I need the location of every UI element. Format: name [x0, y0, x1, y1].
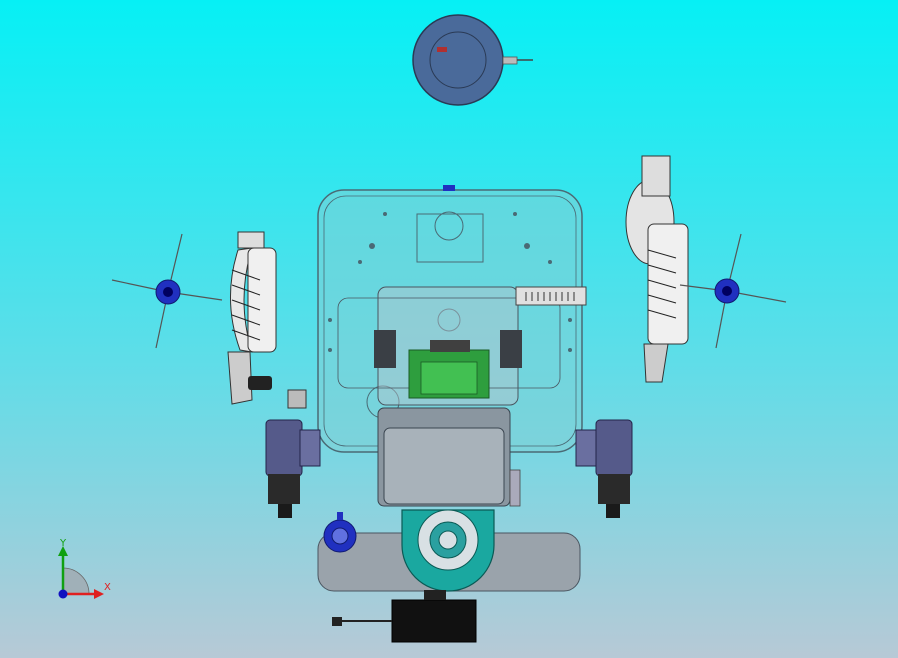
connector-strip[interactable]	[515, 286, 587, 306]
right-brush-assembly[interactable]	[625, 155, 689, 383]
left-brush-assembly[interactable]	[227, 231, 307, 409]
caster-wheel[interactable]	[323, 512, 357, 553]
battery-pack[interactable]	[332, 590, 477, 643]
electronics-housing[interactable]	[377, 407, 521, 507]
triad-x-label: X	[104, 582, 111, 593]
control-pcb[interactable]	[408, 340, 490, 399]
top-cover-disc[interactable]	[412, 14, 533, 106]
right-drive-motor[interactable]	[575, 419, 633, 518]
triad-y-label: Y	[60, 538, 67, 549]
left-side-brush[interactable]	[111, 233, 223, 349]
z-axis-dot	[58, 589, 68, 599]
cover-marker	[437, 47, 447, 52]
right-side-brush[interactable]	[679, 233, 787, 349]
blower-fan[interactable]	[401, 509, 495, 592]
left-drive-motor[interactable]	[265, 419, 321, 518]
coordinate-triad	[58, 546, 104, 599]
